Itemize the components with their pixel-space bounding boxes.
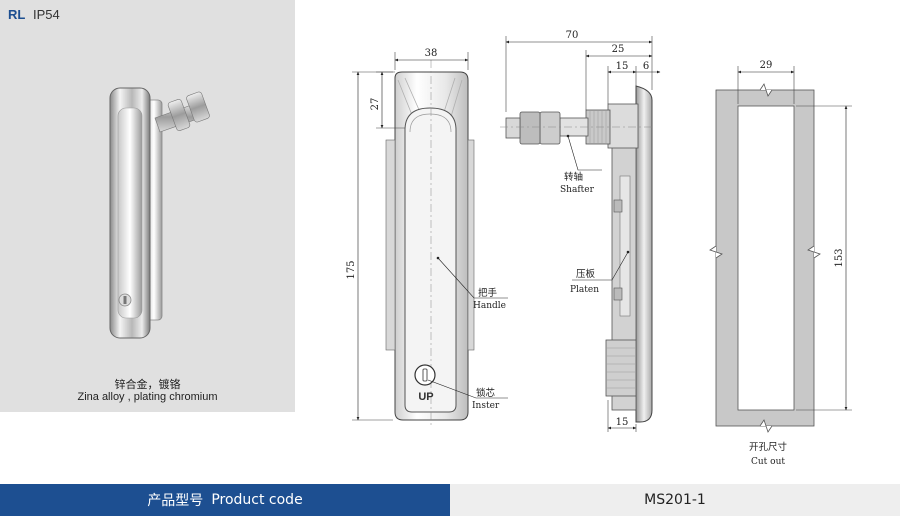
cutout-caption-cn: 开孔尺寸	[749, 441, 788, 453]
insert-label-cn: 锁芯	[476, 387, 496, 399]
insert-label-en: Inster	[472, 401, 500, 411]
product-code-label: 产品型号 Product code	[0, 484, 450, 516]
dim-side-bottom: 15	[616, 417, 629, 428]
handle-label-cn: 把手	[478, 287, 498, 299]
product-code-label-cn: 产品型号	[147, 493, 204, 509]
material-cn: 锌合金，镀铬	[114, 378, 181, 391]
dim-side-mid: 15	[616, 61, 629, 72]
dim-front-height: 175	[346, 260, 357, 279]
handle-label-en: Handle	[473, 301, 506, 311]
dim-side-overall: 70	[566, 30, 579, 41]
side-view: 70 25 15 6 15 转轴 Shafter 压板 Platen	[500, 30, 661, 432]
shaft	[154, 91, 210, 133]
dim-side-right: 6	[643, 61, 649, 72]
shafter-label-en: Shafter	[560, 185, 595, 195]
front-view: UP 38 27 175 把手 Handle 锁芯 Inster	[346, 48, 508, 428]
shafter-label-cn: 转轴	[564, 171, 583, 183]
cutout-view: 29 153 开孔尺寸 Cut out	[709, 60, 852, 467]
product-code-label-en: Product code	[211, 492, 303, 508]
platen-label-en: Platen	[570, 285, 599, 295]
ip-rating: IP54	[32, 7, 60, 22]
brand-prefix: RL	[8, 7, 26, 22]
dim-front-top: 27	[370, 98, 381, 111]
technical-drawing: UP 38 27 175 把手 Handle 锁芯 Inster	[346, 30, 852, 467]
cutout-caption-en: Cut out	[751, 457, 785, 467]
product-photo	[109, 87, 210, 339]
dim-cutout-height: 153	[834, 248, 845, 267]
dim-cutout-width: 29	[760, 60, 773, 71]
brand-label: RL IP54	[8, 7, 60, 22]
dim-front-width: 38	[425, 48, 438, 59]
dim-side-shaft: 25	[612, 44, 625, 55]
product-code-value: MS201-1	[450, 484, 900, 516]
up-mark: UP	[418, 391, 433, 403]
platen-label-cn: 压板	[576, 268, 596, 280]
material-en: Zina alloy , plating chromium	[77, 391, 218, 403]
